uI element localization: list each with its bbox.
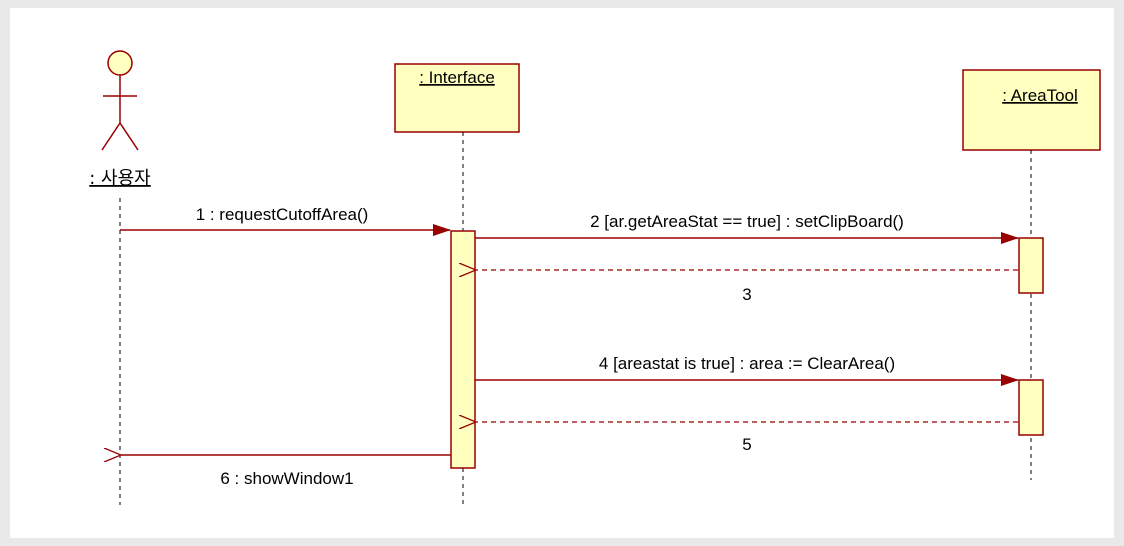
- activation-areatool-1: [1018, 237, 1044, 294]
- sequence-diagram-canvas: : 사용자 : Interface : AreaTool 1 : request…: [10, 8, 1114, 538]
- object-areatool-box: [962, 69, 1101, 151]
- message-1-label: 1 : requestCutoffArea(): [196, 205, 369, 224]
- activation-interface: [450, 230, 476, 469]
- actor-label: : 사용자: [89, 168, 151, 189]
- object-interface-box: [394, 63, 520, 133]
- actor-head-icon: [107, 50, 133, 76]
- object-areatool[interactable]: : AreaTool: [962, 69, 1101, 151]
- object-areatool-label: : AreaTool: [1002, 86, 1078, 105]
- actor-user[interactable]: : 사용자: [89, 50, 151, 189]
- message-4-label: 4 [areastat is true] : area := ClearArea…: [599, 354, 895, 373]
- message-4[interactable]: 4 [areastat is true] : area := ClearArea…: [475, 354, 1019, 386]
- message-5[interactable]: 5: [476, 422, 1018, 454]
- message-5-label: 5: [742, 435, 751, 454]
- message-2-label: 2 [ar.getAreaStat == true] : setClipBoar…: [590, 212, 904, 231]
- message-3[interactable]: 3: [476, 270, 1018, 304]
- message-2[interactable]: 2 [ar.getAreaStat == true] : setClipBoar…: [475, 212, 1019, 244]
- sequence-diagram: : 사용자 : Interface : AreaTool 1 : request…: [89, 50, 1101, 508]
- message-6[interactable]: 6 : showWindow1: [121, 455, 451, 488]
- object-interface-label: : Interface: [419, 68, 495, 87]
- object-interface[interactable]: : Interface: [394, 63, 520, 133]
- actor-right-leg: [119, 122, 139, 151]
- message-6-label: 6 : showWindow1: [220, 469, 353, 488]
- activation-areatool-2: [1018, 379, 1044, 436]
- message-3-label: 3: [742, 285, 751, 304]
- actor-left-leg: [101, 122, 121, 151]
- message-1[interactable]: 1 : requestCutoffArea(): [120, 205, 451, 236]
